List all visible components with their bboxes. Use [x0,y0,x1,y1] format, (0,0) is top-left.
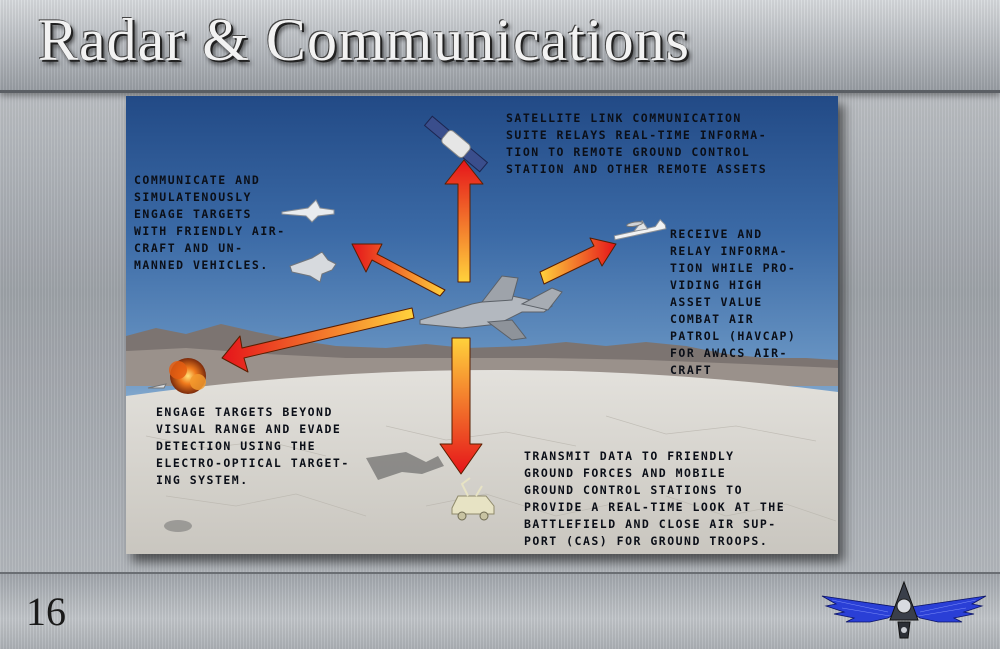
arrow-to-satellite [444,159,484,283]
ground-vehicle-icon [451,477,495,521]
small-shadow [164,520,192,532]
title-band: Radar & Communications [0,0,1000,93]
scene-background [126,115,838,554]
footer-band [0,572,1000,649]
callout-ground: TRANSMIT DATA TO FRIENDLY GROUND FORCES … [524,449,786,548]
slide-title: Radar & Communications [38,7,690,73]
aircraft-shadow [366,452,444,480]
callout-awacs: RECEIVE AND RELAY INFORMA- TION WHILE PR… [670,227,797,377]
fighter-jet-icon [289,251,337,283]
arrow-to-jets [351,243,446,297]
arrow-to-targets [221,307,415,373]
fighter-jet-icon [281,199,335,223]
awacs-aircraft-icon [613,218,667,241]
page-number: 16 [26,589,66,634]
winged-emblem-icon [821,580,987,639]
satellite-icon [423,115,489,173]
desert-lakebed [126,369,838,554]
callout-friendly-aircraft: COMMUNICATE AND SIMULATENOUSLY ENGAGE TA… [134,173,286,272]
callout-satellite: SATELLITE LINK COMMUNICATION SUITE RELAY… [506,111,768,176]
callout-targets: ENGAGE TARGETS BEYOND VISUAL RANGE AND E… [156,405,350,487]
scene-image: SATELLITE LINK COMMUNICATION SUITE RELAY… [126,96,838,554]
ground-cracks [145,415,837,522]
arrow-to-ground [439,337,483,475]
explosion-icon [147,358,206,394]
arrow-to-awacs [539,237,617,285]
central-drone-icon [419,275,563,341]
